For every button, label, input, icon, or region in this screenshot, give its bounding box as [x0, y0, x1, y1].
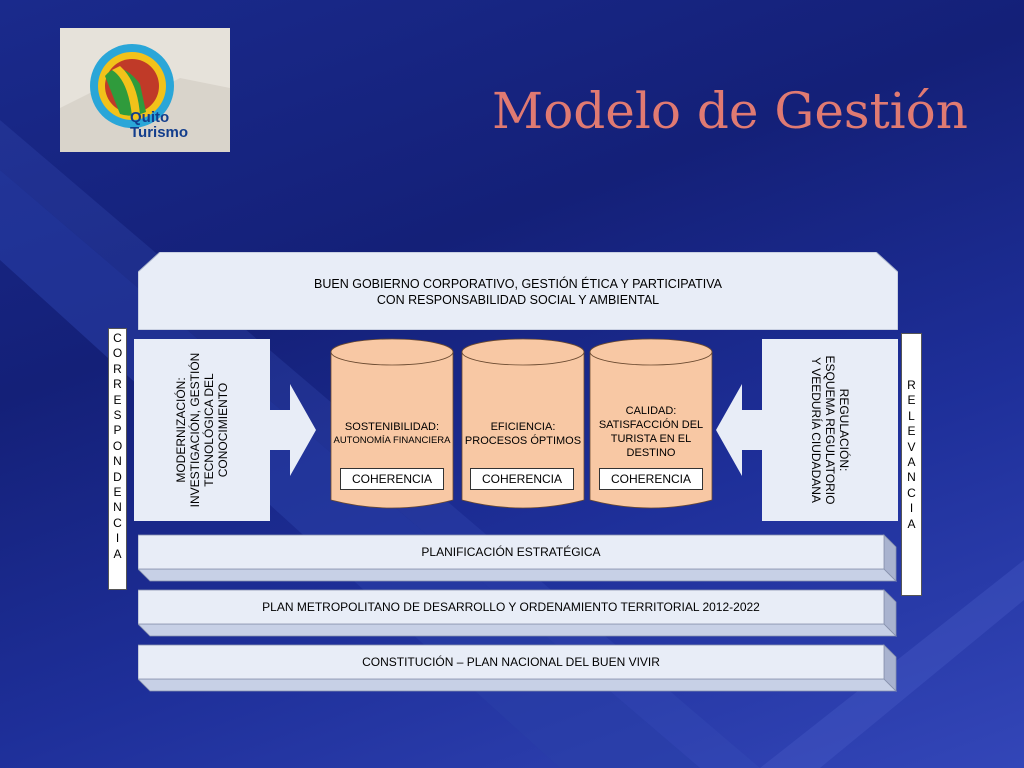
relevancia-letter: I — [909, 501, 914, 516]
pillar-1: SOSTENIBILIDAD: AUTONOMÍA FINANCIERA COHER… — [330, 338, 454, 512]
left-panel-text: MODERNIZACIÓN: INVESTIGACIÓN, GESTIÓN TE… — [174, 353, 230, 508]
relevancia-letter: C — [907, 485, 916, 500]
right-arrow-icon — [270, 384, 316, 476]
coherencia-badge: COHERENCIA — [599, 468, 703, 490]
pillar-1-line1: SOSTENIBILIDAD: — [344, 421, 440, 433]
pillar-1-line2: AUTONOMÍA FINANCIERA — [333, 435, 451, 446]
right-panel-line-3: Y VEEDURÍA CIUDADANA — [809, 357, 823, 503]
correspondencia-letter: E — [113, 392, 122, 407]
base-layer-label: PLANIFICACIÓN ESTRATÉGICA — [421, 545, 601, 559]
right-panel-line-1: REGULACIÓN: — [837, 388, 851, 472]
slide-title: Modelo de Gestión — [492, 82, 968, 140]
logo-line-turismo: Turismo — [130, 124, 189, 141]
pillar-2-line1: EFICIENCIA: — [490, 421, 556, 433]
relevancia-letter: V — [907, 439, 916, 454]
correspondencia-letter: O — [112, 346, 123, 361]
base-layer-label: CONSTITUCIÓN – PLAN NACIONAL DEL BUEN VI… — [362, 655, 660, 669]
pillar-3-line3: TURISTA EN EL — [610, 433, 692, 445]
correspondencia-letter: S — [113, 408, 122, 423]
slab-shape — [138, 534, 897, 582]
relevancia-letter: L — [908, 408, 915, 423]
base-layer-3: CONSTITUCIÓN – PLAN NACIONAL DEL BUEN VI… — [138, 643, 898, 695]
correspondencia-letter: C — [113, 331, 122, 345]
slab-shape — [138, 644, 897, 692]
quito-turismo-logo: Quito Turismo — [60, 28, 230, 152]
left-panel-line-1: MODERNIZACIÓN: — [174, 377, 188, 483]
base-layer-1: PLANIFICACIÓN ESTRATÉGICA — [138, 533, 898, 585]
correspondencia-letter: I — [115, 531, 120, 546]
coherencia-badge: COHERENCIA — [340, 468, 444, 490]
right-panel-text: REGULACIÓN: ESQUEMA REGULATORIO Y VEEDUR… — [809, 356, 851, 505]
base-layer-label: PLAN METROPOLITANO DE DESARROLLO Y ORDEN… — [262, 600, 760, 614]
correspondencia-letter: R — [113, 361, 122, 376]
left-panel-modernizacion: MODERNIZACIÓN: INVESTIGACIÓN, GESTIÓN TE… — [134, 339, 270, 521]
coherencia-badge: COHERENCIA — [470, 468, 574, 490]
relevancia-letter: E — [907, 424, 916, 439]
relevancia-letter: E — [907, 393, 916, 408]
pillar-2: EFICIENCIA: PROCESOS ÓPTIMOS COHERENCIA — [461, 338, 585, 512]
top-capstone-shape — [138, 252, 898, 330]
left-arrow-icon — [716, 384, 762, 476]
top-line-1: BUEN GOBIERNO CORPORATIVO, GESTIÓN ÉTICA… — [314, 277, 722, 291]
relevancia-letter: A — [907, 516, 916, 531]
pillar-3-line2: SATISFACCIÓN DEL — [598, 419, 704, 431]
top-capstone: BUEN GOBIERNO CORPORATIVO, GESTIÓN ÉTICA… — [138, 252, 898, 330]
logo-text: Quito Turismo — [130, 110, 188, 140]
pillar-3: CALIDAD: SATISFACCIÓN DEL TURISTA EN EL DES… — [589, 338, 713, 512]
relevancia-letter: R — [907, 378, 916, 392]
relevancia-letter: N — [907, 470, 916, 485]
correspondencia-letter: E — [113, 485, 122, 500]
correspondencia-letter: N — [113, 500, 122, 515]
right-panel-line-2: ESQUEMA REGULATORIO — [823, 355, 837, 505]
slab-shape — [138, 589, 897, 637]
correspondencia-letter: R — [113, 377, 122, 392]
correspondencia-letter: P — [113, 423, 122, 438]
pillar-3-line1: CALIDAD: — [625, 405, 677, 417]
left-panel-line-4: CONOCIMIENTO — [216, 382, 230, 478]
relevancia-letter: A — [907, 455, 916, 470]
correspondencia-letter: C — [113, 515, 122, 530]
top-line-2: CON RESPONSABILIDAD SOCIAL Y AMBIENTAL — [376, 293, 660, 307]
left-panel-line-2: INVESTIGACIÓN, GESTIÓN — [188, 352, 202, 508]
logo-line-quito: Quito — [130, 109, 170, 126]
base-layer-2: PLAN METROPOLITANO DE DESARROLLO Y ORDEN… — [138, 588, 898, 640]
correspondencia-letter: N — [113, 454, 122, 469]
logo-emblem-icon — [60, 28, 230, 152]
correspondencia-letter: A — [113, 546, 122, 561]
left-panel-line-3: TECNOLÓGICA DEL — [202, 373, 216, 487]
pillar-2-line2: PROCESOS ÓPTIMOS — [464, 435, 582, 447]
right-panel-regulacion: REGULACIÓN: ESQUEMA REGULATORIO Y VEEDUR… — [762, 339, 898, 521]
correspondencia-letter: O — [112, 438, 123, 453]
correspondencia-letter: D — [113, 469, 122, 484]
pillar-3-line4: DESTINO — [626, 447, 676, 459]
